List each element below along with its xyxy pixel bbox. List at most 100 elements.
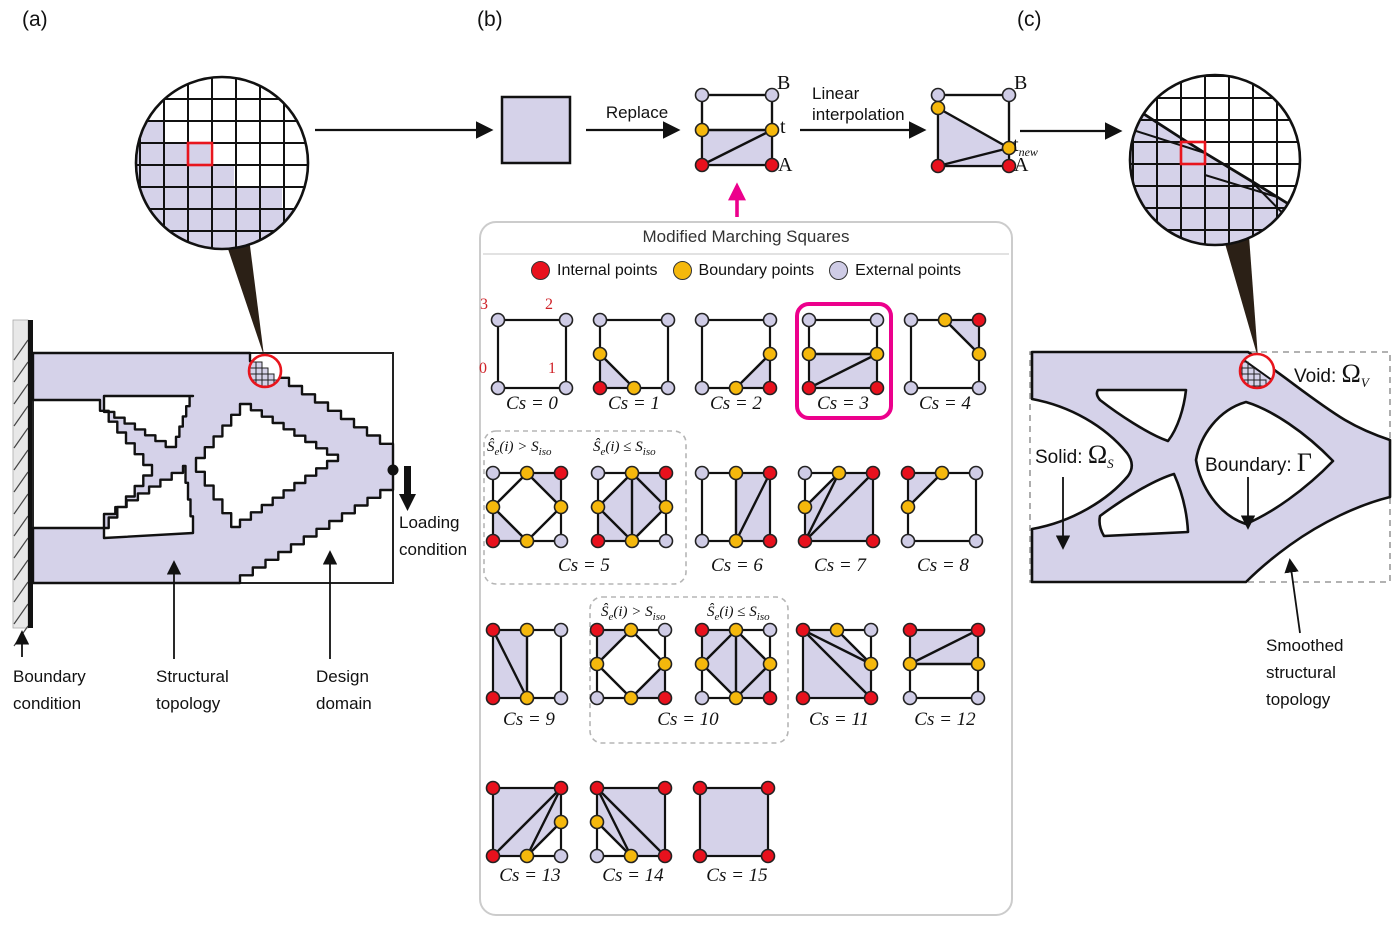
case-label-3: Cs = 3 bbox=[817, 393, 869, 414]
case-point-MB bbox=[519, 690, 535, 706]
replaced-case3-square bbox=[694, 87, 780, 173]
case-point-MB bbox=[728, 380, 744, 396]
panel-b-arrows bbox=[315, 121, 1123, 140]
case-point-TR bbox=[869, 312, 885, 328]
case-point-TR bbox=[863, 622, 879, 638]
case-point-BR bbox=[553, 848, 569, 864]
case-point-MR bbox=[762, 656, 778, 672]
case-point-ML bbox=[694, 656, 710, 672]
case-point-TR bbox=[553, 465, 569, 481]
fixed-wall bbox=[12, 319, 33, 647]
case-point-BR bbox=[971, 380, 987, 396]
case-point-BR bbox=[968, 533, 984, 549]
legend-external-label: External points bbox=[855, 261, 961, 279]
case-point-BR bbox=[553, 533, 569, 549]
case-point-ML bbox=[797, 499, 813, 515]
case-point-MT bbox=[829, 622, 845, 638]
case-point-TL bbox=[485, 622, 501, 638]
case-point-BR bbox=[657, 848, 673, 864]
point-label-b1: B bbox=[777, 72, 791, 94]
marching-case-tile-7 bbox=[797, 465, 881, 549]
case-point-MR bbox=[553, 814, 569, 830]
case-point-TL bbox=[485, 465, 501, 481]
internal-point-icon bbox=[531, 261, 550, 280]
case-point-TR bbox=[865, 465, 881, 481]
case-point-TL bbox=[795, 622, 811, 638]
marching-case-tile-3 bbox=[801, 312, 885, 396]
marching-case-tile-51 bbox=[485, 465, 569, 549]
cs10-dashed-group-box bbox=[589, 596, 789, 744]
case-label-11: Cs = 11 bbox=[809, 709, 869, 730]
marching-case-tile-0 bbox=[490, 312, 574, 396]
case-point-TR bbox=[553, 780, 569, 796]
case-point-TL bbox=[590, 465, 606, 481]
beam-zoom-marker-c-outline bbox=[1238, 352, 1276, 390]
marching-case-tile-8 bbox=[900, 465, 984, 549]
corner-number-2: 2 bbox=[545, 296, 553, 313]
interpolated-square bbox=[930, 87, 1017, 174]
marching-case-tile-1 bbox=[592, 312, 676, 396]
case-point-BL bbox=[694, 533, 710, 549]
case-point-MR bbox=[869, 346, 885, 362]
marching-squares-title: Modified Marching Squares bbox=[642, 227, 850, 246]
case-point-TR bbox=[760, 780, 776, 796]
marching-case-tile-101 bbox=[589, 622, 673, 706]
panel-a-arrows bbox=[14, 550, 338, 659]
case-label-1: Cs = 1 bbox=[608, 393, 660, 414]
cs5-dashed-group-box bbox=[483, 430, 687, 585]
case-label-15: Cs = 15 bbox=[706, 865, 768, 886]
boundary-point-icon bbox=[672, 261, 692, 280]
case-point-TL bbox=[801, 312, 817, 328]
point-label-t1: t bbox=[780, 116, 786, 138]
case-point-BL bbox=[589, 848, 605, 864]
loading-condition-label: Loading condition bbox=[399, 513, 468, 559]
case-point-TR bbox=[660, 312, 676, 328]
case-point-MR bbox=[553, 499, 569, 515]
cs3-highlight-box bbox=[795, 302, 893, 420]
legend-boundary-label: Boundary points bbox=[698, 261, 815, 279]
case-label-14: Cs = 14 bbox=[602, 865, 664, 886]
case-point-TR bbox=[553, 622, 569, 638]
case-point-MR bbox=[971, 346, 987, 362]
case-point-MB bbox=[623, 690, 639, 706]
case-point-MR bbox=[970, 656, 986, 672]
case-point-TR bbox=[971, 312, 987, 328]
structural-topology-label: Structural topology bbox=[156, 667, 229, 713]
marching-case-tile-12 bbox=[902, 622, 986, 706]
case-point-MR bbox=[657, 656, 673, 672]
case-point-ML bbox=[801, 346, 817, 362]
case-point-MR bbox=[658, 499, 674, 515]
case-point-MT bbox=[937, 312, 953, 328]
marching-case-tile-13 bbox=[485, 780, 569, 864]
condition-gt-cs10: Ŝe(i) > Siso bbox=[601, 604, 666, 623]
case-point-BR bbox=[660, 380, 676, 396]
case-point-TL bbox=[694, 312, 710, 328]
marching-case-tile-9 bbox=[485, 622, 569, 706]
case-point-MB bbox=[519, 533, 535, 549]
case-label-12: Cs = 12 bbox=[914, 709, 976, 730]
case-point-TL bbox=[903, 312, 919, 328]
case-point-BR bbox=[863, 690, 879, 706]
case-label-8: Cs = 8 bbox=[917, 555, 969, 576]
condition-gt-cs5: Ŝe(i) > Siso bbox=[487, 439, 552, 458]
case-point-MT bbox=[624, 465, 640, 481]
zoom-pointer-a bbox=[226, 238, 264, 356]
corner-number-0: 0 bbox=[479, 360, 487, 377]
load-point-dot bbox=[387, 464, 399, 476]
condition-le-cs10: Ŝe(i) ≤ Siso bbox=[707, 604, 770, 623]
case-label-9: Cs = 9 bbox=[503, 709, 555, 730]
legend-boundary: Boundary points bbox=[672, 261, 815, 280]
marching-case-tile-4 bbox=[903, 312, 987, 396]
case-point-ML bbox=[900, 499, 916, 515]
case-point-BL bbox=[485, 848, 501, 864]
beam-zoom-marker-a-outline bbox=[247, 353, 283, 389]
case-point-TL bbox=[692, 780, 708, 796]
case-point-MT bbox=[728, 465, 744, 481]
panel-b-label: (b) bbox=[477, 8, 503, 31]
case-point-BR bbox=[657, 690, 673, 706]
boundary-gamma-label: Boundary: Γ bbox=[1205, 448, 1312, 477]
case-point-BL bbox=[903, 380, 919, 396]
case-label-6: Cs = 6 bbox=[711, 555, 763, 576]
legend-internal: Internal points bbox=[531, 261, 658, 280]
